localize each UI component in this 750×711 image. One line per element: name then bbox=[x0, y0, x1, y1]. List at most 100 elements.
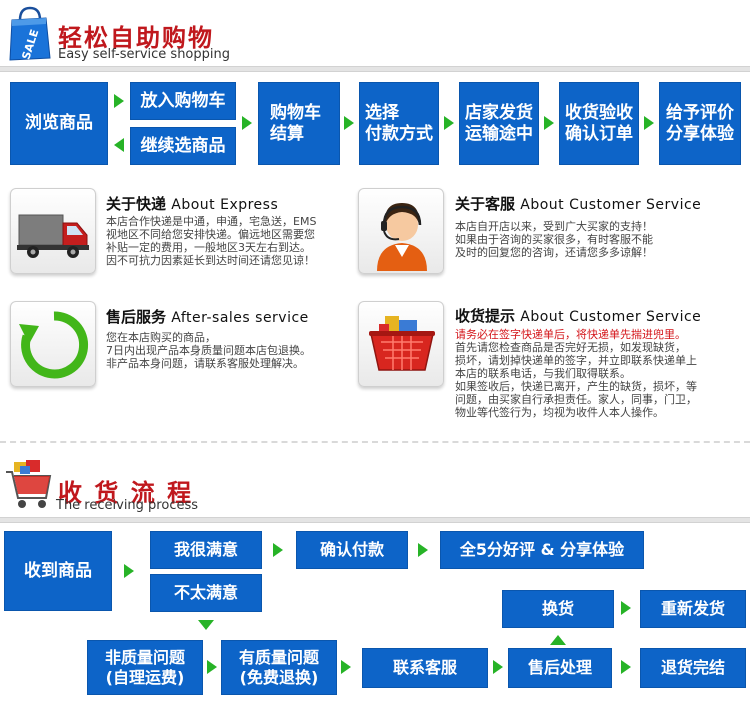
non-quality-line-2: (自理运费) bbox=[105, 667, 185, 687]
receipt-warning: 请务必在签字快递单后，将快递单先揣进兜里。 bbox=[455, 328, 686, 341]
aftersales-line: 非产品本身问题，请联系客服处理解决。 bbox=[106, 357, 304, 370]
section-title-receiving: 收 货 流 程 bbox=[58, 479, 194, 507]
after-sale-processing-box: 售后处理 bbox=[508, 648, 612, 688]
receipt-text: 请务必在签字快递单后，将快递单先揣进兜里。 首先请您检查商品是否完好无损，如发现… bbox=[455, 328, 697, 419]
receipt-line: 损坏，请划掉快递单的签字，并立即联系快递单上 bbox=[455, 354, 697, 367]
arrow-right bbox=[621, 601, 631, 615]
payment-method-box: 选择 付款方式 bbox=[359, 82, 439, 165]
add-to-cart-box: 放入购物车 bbox=[130, 82, 236, 120]
receipt-title: 收货提示 About Customer Service bbox=[455, 305, 701, 326]
aftersales-title-en: After-sales service bbox=[171, 310, 309, 326]
dashed-divider bbox=[0, 441, 750, 443]
arrow-right bbox=[621, 660, 631, 674]
section-subtitle-receiving: The receiving process bbox=[56, 498, 199, 513]
service-title: 关于客服 About Customer Service bbox=[455, 193, 701, 214]
receipt-line: 如果签收后，快递已离开，产生的缺货，损坏，等 bbox=[455, 380, 697, 393]
shopping-cart-icon bbox=[6, 460, 52, 508]
section-subtitle-shopping: Easy self-service shopping bbox=[58, 47, 230, 62]
receipt-line: 本店的联系电话，与我们取得联系。 bbox=[455, 367, 631, 380]
express-line: 因不可抗力因素延长到达时间还请您见谅！ bbox=[106, 254, 315, 267]
express-title-cn: 关于快递 bbox=[106, 195, 167, 213]
confirm-line-2: 确认订单 bbox=[565, 123, 633, 144]
review-line-2: 分享体验 bbox=[666, 123, 734, 144]
quality-issue-box: 有质量问题 (免费退换) bbox=[221, 640, 337, 695]
shopping-bag-icon: SALE bbox=[9, 6, 51, 61]
arrow-right bbox=[418, 543, 428, 557]
reship-box: 重新发货 bbox=[640, 590, 746, 628]
ship-line-2: 运输途中 bbox=[465, 123, 533, 144]
express-title-en: About Express bbox=[171, 197, 279, 213]
arrow-right bbox=[341, 660, 351, 674]
aftersales-title-cn: 售后服务 bbox=[106, 308, 167, 326]
five-star-review-box: 全5分好评 & 分享体验 bbox=[440, 531, 644, 569]
checkout-box: 购物车 结算 bbox=[258, 82, 340, 165]
arrow-up bbox=[550, 635, 566, 645]
arrow-right bbox=[493, 660, 503, 674]
aftersales-line: 您在本店购买的商品， bbox=[106, 331, 216, 344]
browse-products-box: 浏览商品 bbox=[10, 82, 108, 165]
express-line: 视地区不同给您安排快递。偏远地区需要您 bbox=[106, 228, 315, 241]
ship-line-1: 店家发货 bbox=[465, 103, 533, 124]
aftersales-title: 售后服务 After-sales service bbox=[106, 306, 309, 327]
review-line-1: 给予评价 bbox=[666, 103, 734, 124]
quality-line-2: (免费退换) bbox=[239, 667, 319, 687]
receipt-line: 问题，由买家自行承担责任。家人，同事，门卫， bbox=[455, 393, 697, 406]
arrow-right bbox=[544, 116, 554, 130]
contact-service-box: 联系客服 bbox=[362, 648, 488, 688]
arrow-left bbox=[114, 138, 124, 152]
receipt-icon-frame bbox=[358, 301, 444, 387]
receipt-title-cn: 收货提示 bbox=[455, 307, 516, 325]
arrow-right bbox=[444, 116, 454, 130]
service-line: 及时的回复您的咨询，还请您多多谅解！ bbox=[455, 246, 653, 259]
payment-line-2: 付款方式 bbox=[365, 123, 433, 144]
aftersales-icon-frame bbox=[10, 301, 96, 387]
non-quality-line-1: 非质量问题 bbox=[104, 648, 185, 668]
satisfied-box: 我很满意 bbox=[150, 531, 262, 569]
customer-service-icon bbox=[377, 203, 427, 271]
express-icon-frame bbox=[10, 188, 96, 274]
shipping-box: 店家发货 运输途中 bbox=[459, 82, 539, 165]
arrow-down bbox=[198, 620, 214, 630]
aftersales-text: 您在本店购买的商品， 7日内出现产品本身质量问题本店包退换。 非产品本身问题，请… bbox=[106, 331, 311, 370]
confirm-line-1: 收货验收 bbox=[565, 103, 633, 124]
section-divider bbox=[0, 66, 750, 72]
confirm-receipt-box: 收货验收 确认订单 bbox=[559, 82, 639, 165]
receipt-line: 物业等代签行为，均视为收件人本人操作。 bbox=[455, 406, 664, 419]
refresh-icon bbox=[19, 311, 89, 379]
exchange-box: 换货 bbox=[502, 590, 614, 628]
receipt-line: 首先请您检查商品是否完好无损，如发现缺货， bbox=[455, 341, 686, 354]
received-goods-box: 收到商品 bbox=[4, 531, 112, 611]
payment-line-1: 选择 bbox=[365, 103, 399, 124]
arrow-right bbox=[644, 116, 654, 130]
arrow-right bbox=[207, 660, 217, 674]
express-title: 关于快递 About Express bbox=[106, 193, 278, 214]
shopping-basket-icon bbox=[369, 316, 435, 371]
arrow-right bbox=[124, 564, 134, 578]
review-box: 给予评价 分享体验 bbox=[659, 82, 741, 165]
service-text: 本店自开店以来，受到广大买家的支持！ 如果由于咨询的买家很多，有时客服不能 及时… bbox=[455, 220, 653, 259]
service-line: 如果由于咨询的买家很多，有时客服不能 bbox=[455, 233, 653, 246]
express-text: 本店合作快递是中通，申通，宅急送，EMS 视地区不同给您安排快递。偏远地区需要您… bbox=[106, 215, 316, 267]
truck-icon bbox=[17, 214, 89, 258]
arrow-right bbox=[344, 116, 354, 130]
quality-line-1: 有质量问题 bbox=[238, 648, 319, 668]
section-divider bbox=[0, 517, 750, 523]
arrow-right bbox=[242, 116, 252, 130]
checkout-line-1: 购物车 bbox=[270, 103, 321, 124]
continue-shopping-box: 继续选商品 bbox=[130, 127, 236, 165]
not-satisfied-box: 不太满意 bbox=[150, 574, 262, 612]
express-line: 本店合作快递是中通，申通，宅急送，EMS bbox=[106, 215, 317, 228]
express-line: 补贴一定的费用，一般地区3天左右到达。 bbox=[106, 241, 311, 254]
service-line: 本店自开店以来，受到广大买家的支持！ bbox=[455, 220, 653, 233]
service-title-en: About Customer Service bbox=[520, 197, 702, 213]
confirm-payment-box: 确认付款 bbox=[296, 531, 408, 569]
service-title-cn: 关于客服 bbox=[455, 195, 516, 213]
arrow-right bbox=[273, 543, 283, 557]
checkout-line-2: 结算 bbox=[270, 123, 304, 144]
non-quality-issue-box: 非质量问题 (自理运费) bbox=[87, 640, 203, 695]
service-icon-frame bbox=[358, 188, 444, 274]
section-title-shopping: 轻松自助购物 bbox=[58, 24, 214, 52]
arrow-right bbox=[114, 94, 124, 108]
aftersales-line: 7日内出现产品本身质量问题本店包退换。 bbox=[106, 344, 311, 357]
receipt-title-en: About Customer Service bbox=[520, 309, 702, 325]
